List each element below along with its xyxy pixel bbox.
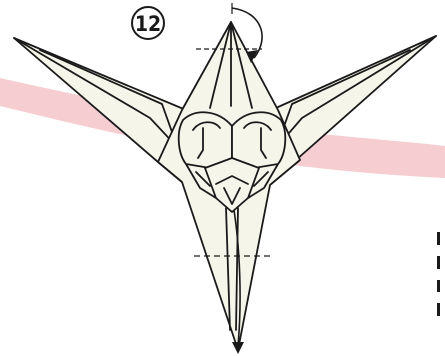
left-lobe (179, 112, 232, 168)
down-arrowhead-icon (232, 342, 244, 354)
right-lobe (232, 112, 285, 168)
step-number: 12 (135, 12, 161, 36)
step-number-badge: 12 (132, 7, 164, 39)
cropped-text-marks (437, 232, 440, 316)
origami-model (14, 22, 436, 350)
